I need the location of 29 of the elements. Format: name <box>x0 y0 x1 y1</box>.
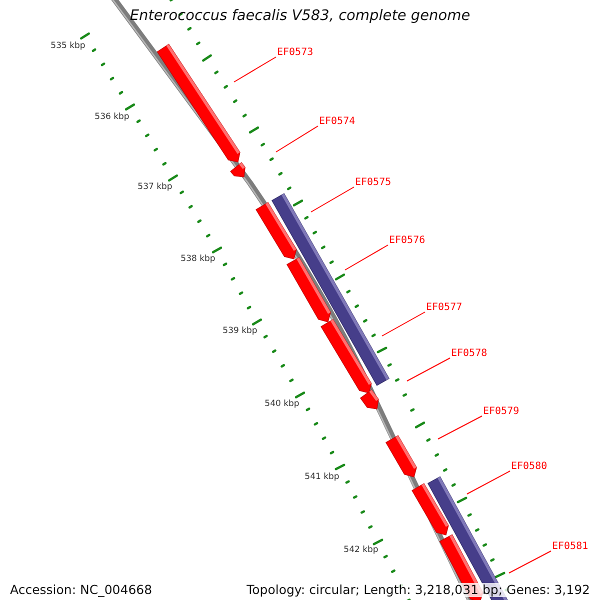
scale-label: 540 kbp <box>264 399 300 409</box>
gene-label: EF0574 <box>319 116 356 128</box>
scale-label: 542 kbp <box>344 545 378 555</box>
scale-label: 535 kbp <box>50 41 86 51</box>
leader-line <box>344 244 388 270</box>
leader-line <box>276 126 318 152</box>
scale-label: 541 kbp <box>304 472 340 482</box>
scale-label: 537 kbp <box>138 182 172 192</box>
gene-label: EF0578 <box>451 348 488 360</box>
leader-line <box>508 550 552 574</box>
gene-label: EF0576 <box>389 235 426 247</box>
gene-label: EF0579 <box>483 406 520 418</box>
gene-label: EF0577 <box>426 302 462 314</box>
leader-line <box>234 56 276 82</box>
leader-line <box>310 186 354 212</box>
gene-label: EF0575 <box>355 177 392 189</box>
gene-label: EF0581 <box>552 541 588 553</box>
genome-stats: Topology: circular; Length: 3,218,031 bp; Genes: 3,192 <box>244 583 592 597</box>
leader-line <box>382 312 426 336</box>
scale-label: 539 kbp <box>222 326 258 336</box>
gene-label: EF0573 <box>277 47 314 59</box>
scale-label: 538 kbp <box>180 254 216 264</box>
leader-line <box>406 358 450 382</box>
gene-label: EF0580 <box>511 461 548 473</box>
leader-line <box>466 470 510 494</box>
diagram-title: Enterococcus faecalis V583, complete genome <box>130 8 470 24</box>
scale-label: 536 kbp <box>94 112 130 122</box>
leader-line <box>438 416 482 440</box>
accession-number: Accession: NC_004668 <box>9 583 154 597</box>
